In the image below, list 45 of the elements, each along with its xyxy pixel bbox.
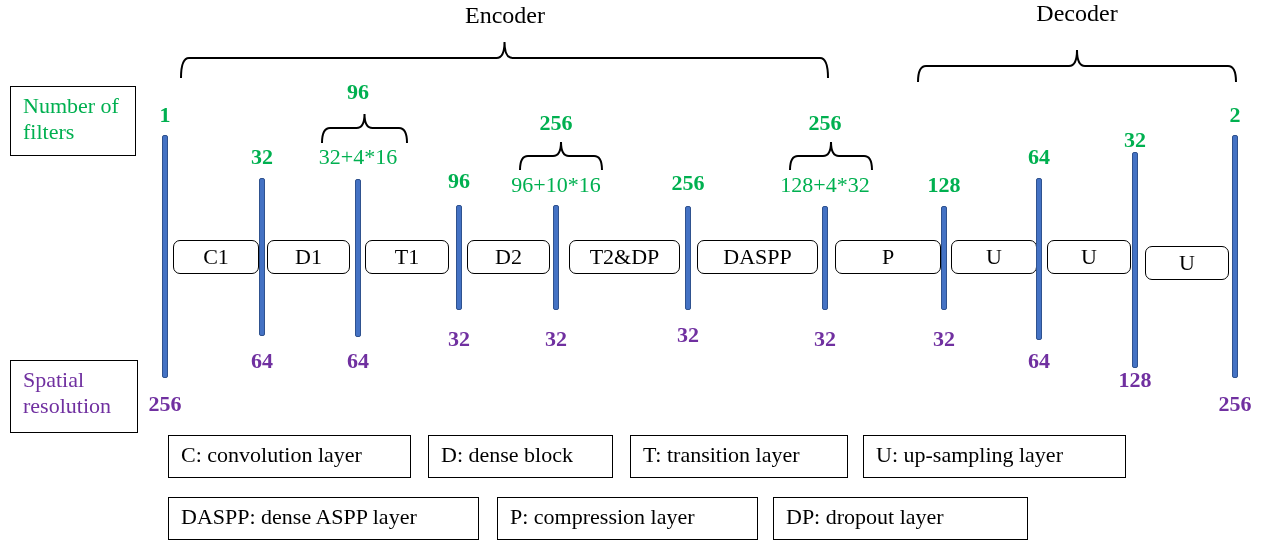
layer-block: P [835,240,941,274]
legend-entry: D: dense block [428,435,613,478]
filter-count: 128 [926,173,962,197]
resolution-value: 256 [147,392,183,416]
resolution-value: 32 [676,323,700,347]
filter-count: 32 [1123,128,1147,152]
resolution-value: 32 [447,327,471,351]
legend-entry: U: up-sampling layer [863,435,1126,478]
layer-block: T1 [365,240,449,274]
resolution-value: 32 [932,327,956,351]
legend-entry: C: convolution layer [168,435,411,478]
layer-block: U [1145,246,1229,280]
filter-count: 256 [538,111,574,135]
legend-entry: P: compression layer [497,497,758,540]
axis-key-box: Spatial resolution [10,360,138,433]
layer-block: DASPP [697,240,818,274]
filter-count: 256 [670,171,706,195]
filter-formula: 32+4*16 [317,145,399,169]
filter-count: 64 [1027,145,1051,169]
section-label: Decoder [1036,0,1118,27]
layer-block: U [951,240,1037,274]
filter-formula: 96+10*16 [510,173,602,197]
filter-count: 256 [807,111,843,135]
axis-key-box: Number of filters [10,86,136,156]
filter-count: 2 [1228,103,1242,127]
filter-count: 96 [447,169,471,193]
resolution-value: 32 [813,327,837,351]
resolution-value: 64 [346,349,370,373]
resolution-value: 128 [1117,368,1153,392]
layer-block: T2&DP [569,240,680,274]
layer-block: U [1047,240,1131,274]
resolution-value: 32 [544,327,568,351]
section-label: Encoder [465,2,545,29]
legend-entry: DASPP: dense ASPP layer [168,497,479,540]
resolution-value: 64 [250,349,274,373]
resolution-value: 256 [1217,392,1253,416]
legend-entry: T: transition layer [630,435,848,478]
filter-count: 32 [250,145,274,169]
layer-block: D1 [267,240,350,274]
legend-entry: DP: dropout layer [773,497,1028,540]
filter-formula: 128+4*32 [779,173,871,197]
filter-count: 96 [346,80,370,104]
layer-block: C1 [173,240,259,274]
resolution-value: 64 [1027,349,1051,373]
layer-block: D2 [467,240,550,274]
